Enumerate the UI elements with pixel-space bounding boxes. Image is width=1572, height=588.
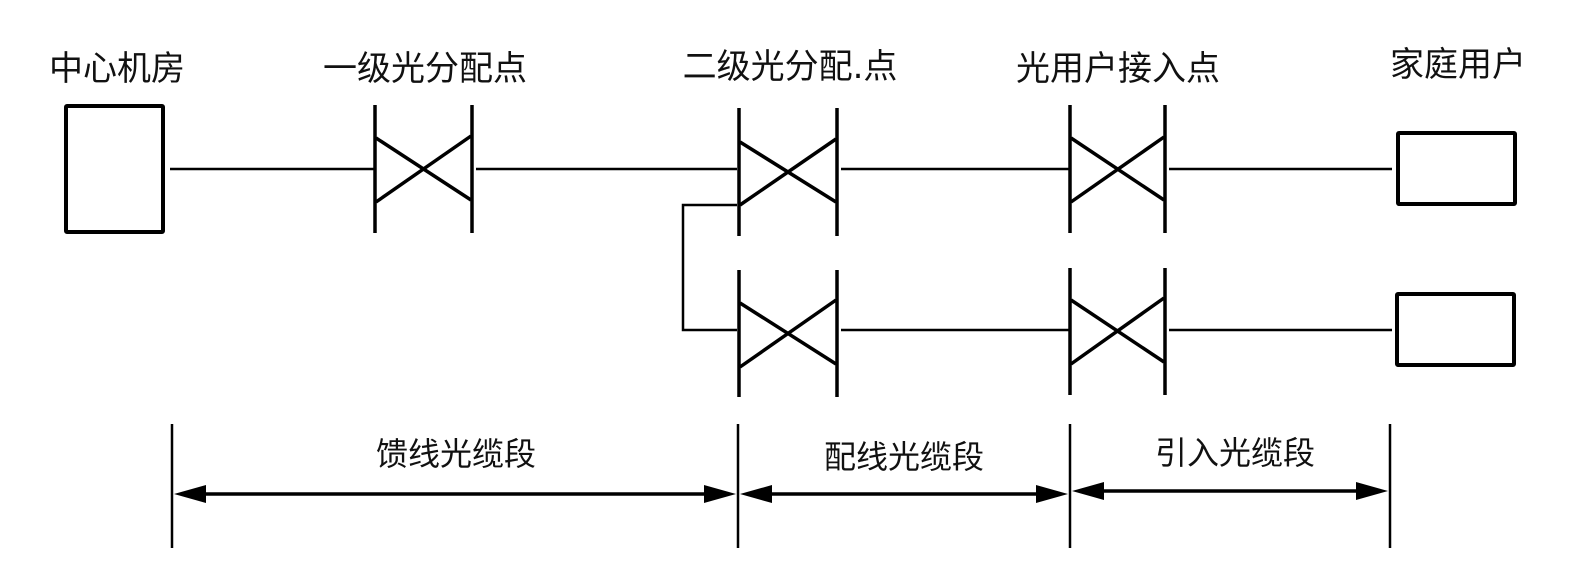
dimension-arrow-distribution bbox=[740, 485, 1068, 503]
level2-splitter-symbol-upper bbox=[737, 108, 839, 236]
segment-label-drop: 引入光缆段 bbox=[1155, 434, 1315, 472]
level2-splitter-symbol-lower bbox=[737, 270, 839, 397]
user-access-point-symbol-lower bbox=[1068, 268, 1167, 395]
connection-lines bbox=[170, 167, 1392, 332]
label-user-access-point: 光用户接入点 bbox=[1016, 49, 1220, 89]
label-level1-splitter: 一级光分配点 bbox=[323, 49, 527, 89]
dimension-arrow-drop bbox=[1072, 482, 1388, 500]
segment-label-feeder: 馈线光缆段 bbox=[376, 435, 536, 473]
label-central-office: 中心机房 bbox=[49, 49, 185, 89]
home-user-box-upper bbox=[1396, 131, 1517, 206]
dimension-arrow-feeder bbox=[174, 485, 736, 503]
segment-label-distribution: 配线光缆段 bbox=[824, 438, 984, 476]
central-office-box bbox=[64, 104, 165, 234]
home-user-box-lower bbox=[1395, 292, 1516, 367]
label-home-user: 家庭用户 bbox=[1390, 45, 1526, 85]
segment-boundaries bbox=[170, 424, 1392, 548]
user-access-point-symbol-upper bbox=[1068, 105, 1167, 233]
level1-splitter-symbol bbox=[373, 105, 474, 233]
branch-link-l2 bbox=[681, 203, 737, 332]
label-level2-splitter: 二级光分配.点 bbox=[683, 47, 898, 87]
